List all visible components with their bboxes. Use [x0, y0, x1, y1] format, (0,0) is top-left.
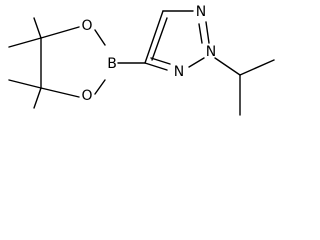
atom-label-oxygen-top: O	[81, 18, 92, 34]
bond-n1-n2	[205, 21, 210, 44]
bond-o2-b	[94, 79, 106, 95]
bond-ch-methyl-a	[239, 59, 275, 76]
structure-canvas: B O O N N N	[0, 0, 283, 127]
atom-label-nitrogen-right: N	[206, 44, 216, 60]
bond-c1-methyl-up	[33, 17, 42, 39]
atom-label-oxygen-bottom: O	[81, 88, 92, 104]
bond-b-o1	[94, 29, 106, 46]
chemical-structure-drawing: B O O N N N	[8, 4, 275, 116]
atom-label-boron: B	[107, 56, 117, 72]
bond-c1-methyl-left	[8, 37, 42, 48]
bond-c2-methyl-left	[8, 79, 42, 89]
bond-c4-c5-double	[151, 17, 168, 61]
bond-c4-c5	[144, 10, 164, 64]
bond-n3-c4	[144, 62, 168, 71]
bond-c2-methyl-down	[33, 87, 42, 109]
atom-label-nitrogen-top: N	[196, 4, 206, 20]
bond-n3-c4-double	[150, 57, 171, 65]
bond-o1-c1	[40, 26, 80, 39]
bond-n1-n2-double	[198, 23, 203, 44]
bond-n2-n3	[188, 57, 205, 68]
bond-c2-o2	[40, 87, 80, 98]
atom-label-nitrogen-bottom: N	[174, 64, 184, 80]
bond-n2-ch	[214, 57, 241, 76]
